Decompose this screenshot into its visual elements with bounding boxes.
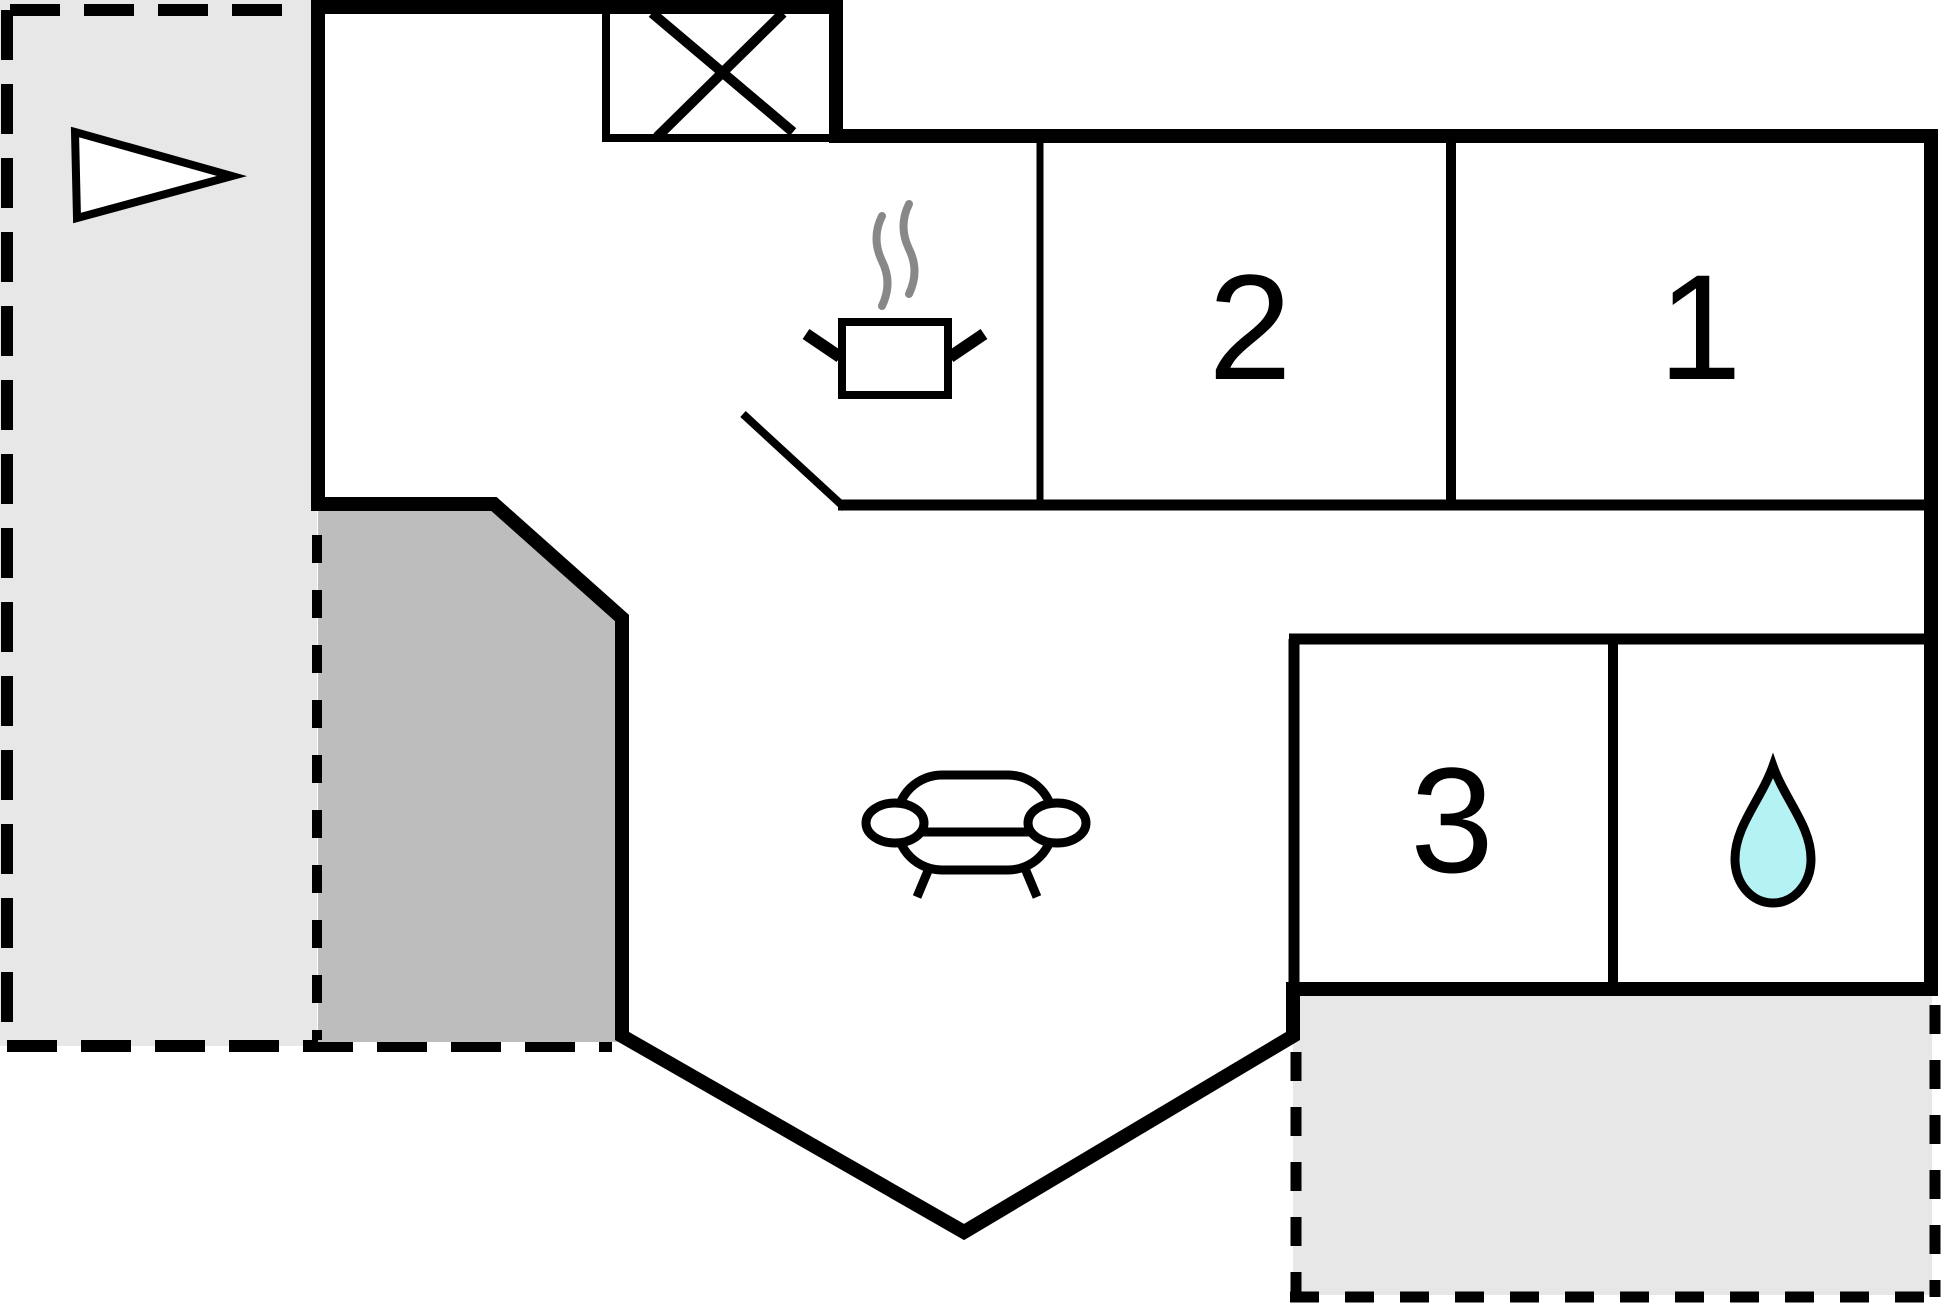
room-1-label: 1 xyxy=(1658,243,1742,411)
room-3-label: 3 xyxy=(1410,736,1494,904)
water-drop-icon xyxy=(1730,752,1816,908)
room-2-label: 2 xyxy=(1208,243,1292,411)
entrance-arrow-icon xyxy=(70,126,248,224)
rear-terrace-area xyxy=(1290,995,1941,1303)
sofa-armrest-right xyxy=(1023,798,1091,848)
wall-rooms-band xyxy=(838,499,1924,985)
stove-icon xyxy=(802,200,988,399)
sofa-armrest-left xyxy=(861,798,929,848)
covered-terrace-fill xyxy=(318,504,622,1042)
front-terrace-dashed-border xyxy=(1,4,612,1052)
rear-terrace-dashed-border xyxy=(1290,1005,1941,1303)
wall-kitchen-diagonal xyxy=(740,411,848,511)
pot-handles xyxy=(802,329,988,362)
wall-room2-room1-and-room3-bath xyxy=(1446,143,1618,985)
rear-terrace-fill xyxy=(1293,995,1932,1295)
interior-walls xyxy=(740,143,1924,985)
covered-terrace-area xyxy=(312,504,622,1042)
sofa-icon xyxy=(861,770,1091,899)
chimney-icon xyxy=(602,0,833,142)
exterior-walls xyxy=(311,0,1938,1241)
pot-body xyxy=(838,318,952,399)
steam-icon xyxy=(872,200,919,310)
